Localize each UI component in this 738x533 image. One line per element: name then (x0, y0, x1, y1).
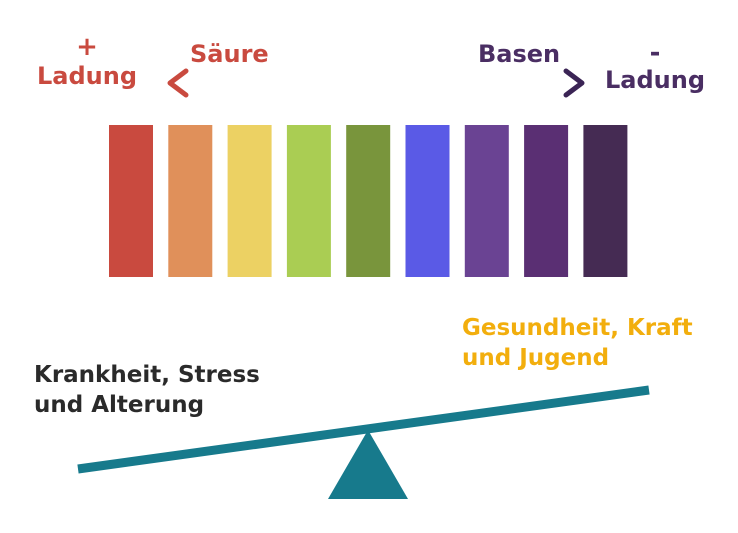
base-label: Basen (478, 40, 561, 68)
positive-charge-sign: + (76, 32, 98, 62)
scale-beam (77, 385, 650, 474)
spectrum-bar (227, 125, 272, 277)
spectrum-bar (286, 125, 331, 277)
negative-outcome-line1: Krankheit, Stress (34, 362, 260, 388)
spectrum-bar (168, 125, 213, 277)
positive-outcome-line2: und Jugend (462, 345, 610, 371)
positive-charge-label: Ladung (36, 62, 138, 90)
negative-charge-label: Ladung (604, 66, 706, 94)
negative-outcome-text: Krankheit, Stress und Alterung (34, 360, 260, 420)
positive-outcome-text: Gesundheit, Kraft und Jugend (462, 313, 693, 373)
spectrum-bar (346, 125, 391, 277)
spectrum-bar (405, 125, 450, 277)
negative-outcome-line2: und Alterung (34, 392, 205, 418)
acid-label: Säure (190, 40, 269, 68)
spectrum-bar (524, 125, 569, 277)
spectrum-bar (109, 125, 153, 277)
positive-outcome-line1: Gesundheit, Kraft (462, 315, 693, 341)
scale-fulcrum-icon (328, 430, 408, 499)
right-arrowhead-icon (563, 68, 585, 98)
left-arrowhead-icon (167, 68, 189, 98)
negative-charge-sign: - (649, 38, 661, 68)
spectrum-bar (583, 125, 628, 277)
spectrum-bar (464, 125, 509, 277)
